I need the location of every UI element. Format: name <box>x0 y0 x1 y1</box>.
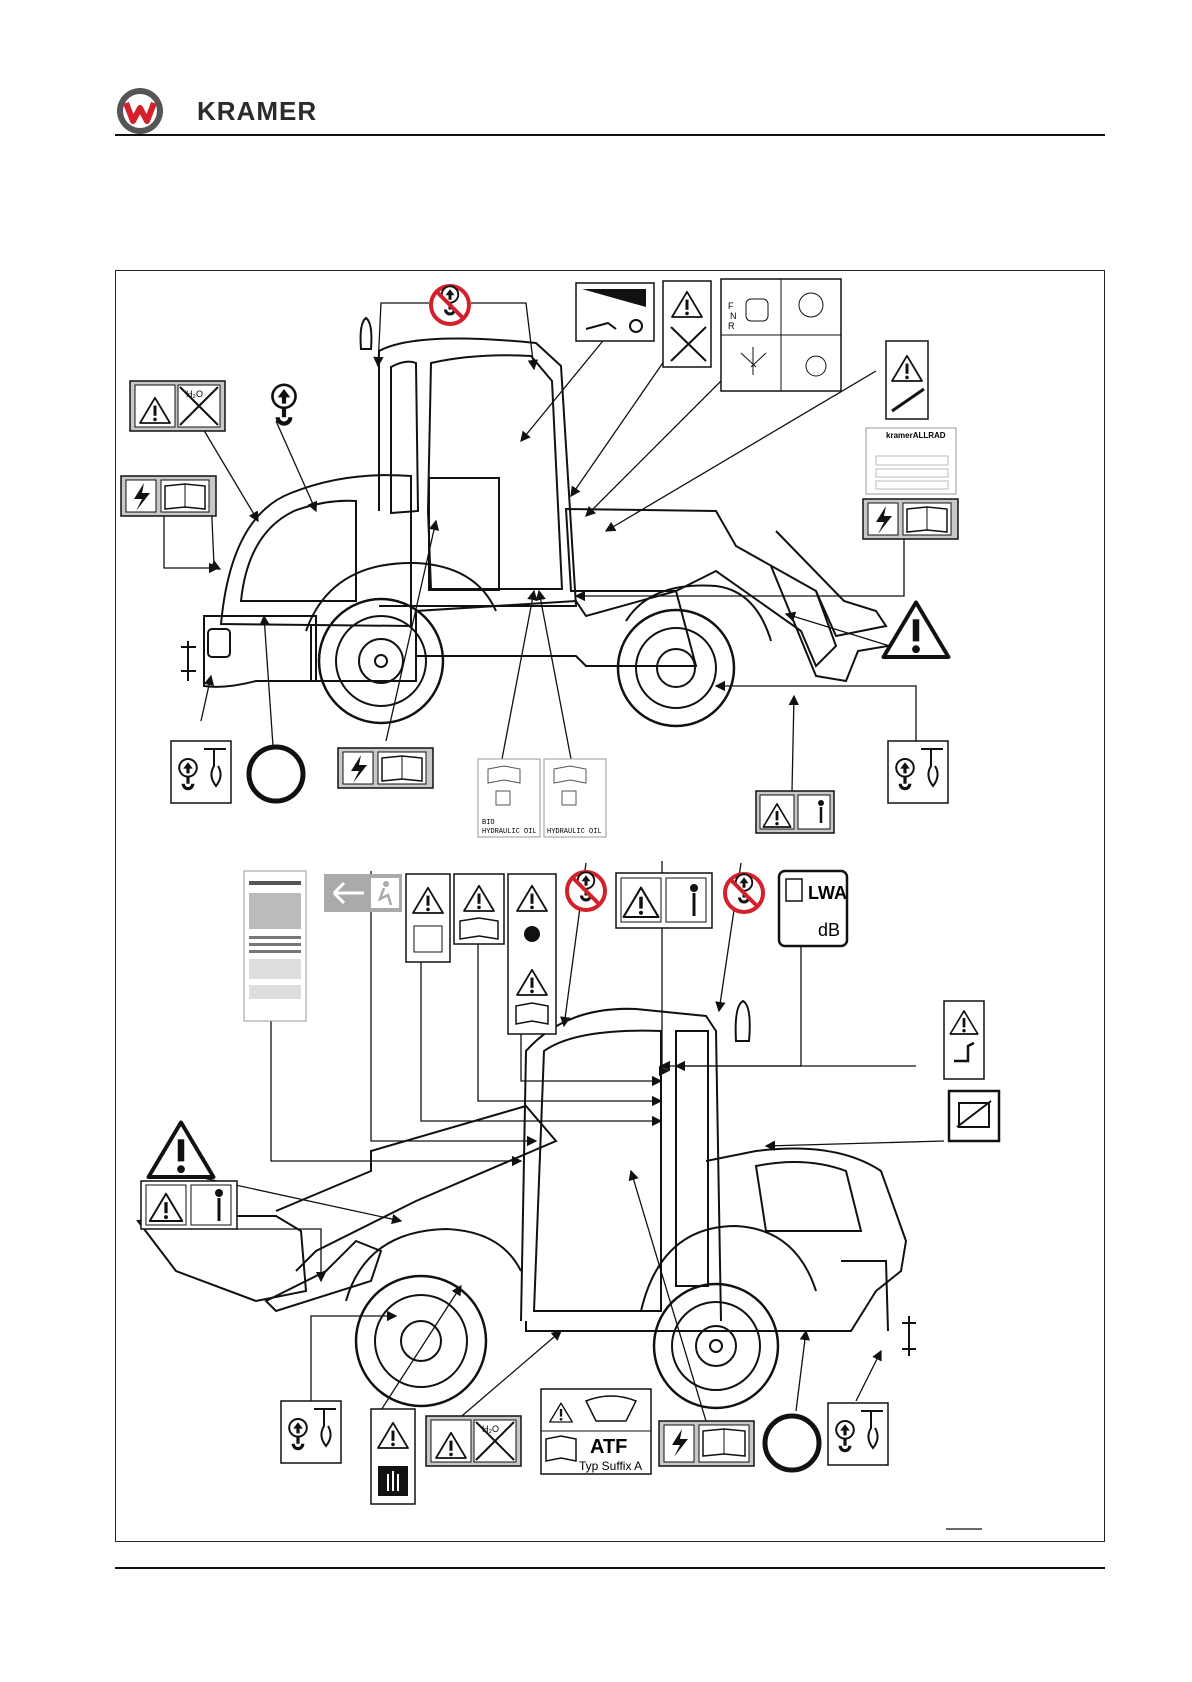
warning-ignition-decal <box>406 874 450 962</box>
personnel-hazard-decal <box>886 341 928 419</box>
emergency-exit-decal <box>324 874 402 912</box>
svg-text:H₂O: H₂O <box>482 1424 499 1434</box>
seat-warning-decal <box>944 1001 984 1079</box>
sound-power-decal: LWA dB <box>779 871 847 946</box>
controls-decal: F N R <box>721 279 841 391</box>
warning-h2o-decal-bottom: H₂O <box>426 1416 521 1466</box>
lifting-tiedown-decal-top-left <box>171 741 231 803</box>
lifting-tiedown-decal-top-right <box>888 741 948 803</box>
lifting-tiedown-decal-bottom-left <box>281 1401 341 1463</box>
atf-oil-decal: ATF Typ Suffix A <box>541 1389 651 1474</box>
page-header: KRAMER <box>115 78 1105 136</box>
decal-placement-diagram: H₂O F N R kra <box>116 271 1106 1543</box>
electrical-manual-decal-bottom <box>659 1421 754 1466</box>
decal-diagram-frame: H₂O F N R kra <box>115 270 1105 1542</box>
svg-text:N: N <box>730 311 737 321</box>
general-warning-triangle-bottom <box>149 1122 214 1177</box>
electrical-manual-decal-right <box>863 499 958 539</box>
machine-type-plate: kramerALLRAD <box>866 428 956 494</box>
svg-text:BIO: BIO <box>482 819 495 827</box>
load-chart-decal <box>244 871 306 1021</box>
footer-rule <box>115 1567 1105 1569</box>
kramer-logo-icon <box>115 86 165 136</box>
warning-manual-decal <box>454 874 504 944</box>
fuel-ring-symbol-top <box>249 747 303 801</box>
hydraulic-oil-decal: HYDRAULIC OIL <box>544 759 606 837</box>
header-rule <box>115 134 1105 136</box>
electrical-manual-decal-left <box>121 476 216 516</box>
lifting-tiedown-decal-bottom-right <box>828 1403 888 1465</box>
svg-text:F: F <box>728 301 734 311</box>
svg-text:H₂O: H₂O <box>186 389 203 399</box>
svg-text:Typ Suffix A: Typ Suffix A <box>579 1459 642 1473</box>
no-lifting-hook-decal-bottom-b <box>725 874 763 912</box>
no-lifting-hook-decal-top <box>431 286 469 324</box>
fuel-ring-symbol-bottom <box>765 1416 819 1470</box>
hand-crush-decal <box>371 1409 415 1504</box>
svg-text:R: R <box>728 321 735 331</box>
svg-text:HYDRAULIC OIL: HYDRAULIC OIL <box>482 828 537 836</box>
electrical-manual-decal-bottom-top <box>338 748 433 788</box>
keep-distance-decal-top <box>756 791 834 833</box>
crush-hazard-decal-vertical <box>663 281 711 367</box>
general-warning-triangle-top <box>884 602 949 657</box>
svg-text:LWA: LWA <box>808 883 847 903</box>
lifting-point-decal-top <box>272 385 295 424</box>
warning-h2o-decal-top: H₂O <box>130 381 225 431</box>
svg-text:dB: dB <box>818 920 840 940</box>
svg-text:kramerALLRAD: kramerALLRAD <box>886 431 946 440</box>
bio-hydraulic-oil-decal: BIO HYDRAULIC OIL <box>478 759 540 837</box>
brand-name: KRAMER <box>197 96 317 127</box>
loader-side-view-left <box>138 1001 916 1408</box>
seatbelt-decal-column <box>508 874 556 1034</box>
svg-text:ATF: ATF <box>590 1436 627 1458</box>
battery-decal <box>949 1091 999 1141</box>
slope-warning-decal <box>576 283 654 341</box>
keep-distance-decal-left <box>141 1181 237 1229</box>
keep-distance-decal-bottom <box>616 873 712 928</box>
no-lifting-hook-decal-bottom-a <box>567 872 605 910</box>
svg-text:HYDRAULIC OIL: HYDRAULIC OIL <box>547 828 602 836</box>
